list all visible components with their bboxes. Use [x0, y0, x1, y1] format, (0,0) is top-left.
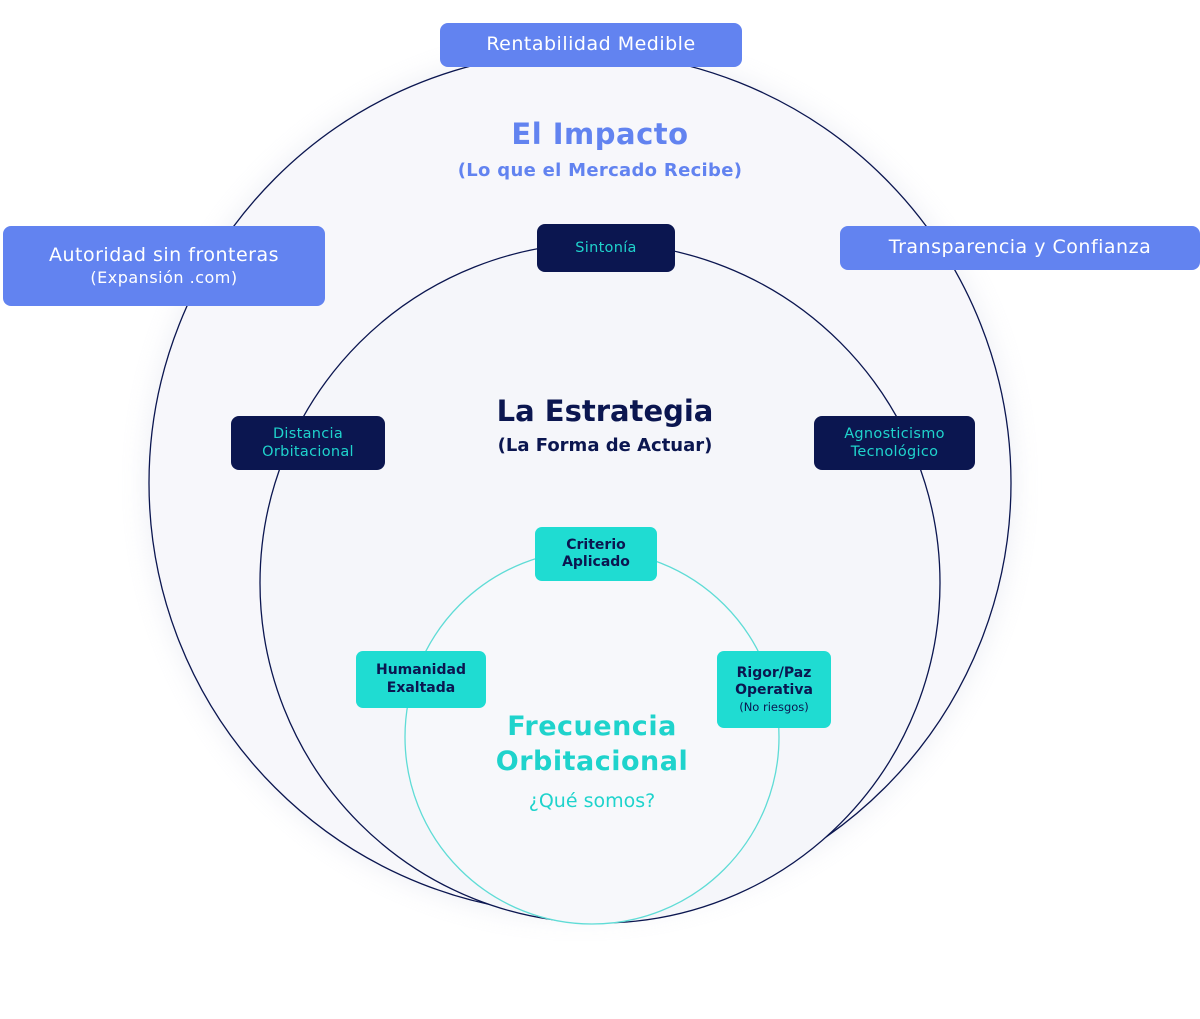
distancia-text: Distancia — [272, 425, 344, 442]
distancia-orbitacional-label: Distancia Orbitacional — [231, 416, 385, 470]
core-title-line2: Orbitacional — [495, 746, 689, 777]
operativa-text: Operativa — [735, 682, 813, 699]
transparencia-confianza-label: Transparencia y Confianza — [840, 226, 1200, 270]
no-riesgos-text: (No riesgos) — [739, 699, 809, 714]
strategy-subtitle: (La Forma de Actuar) — [497, 435, 713, 456]
rentabilidad-medible-text: Rentabilidad Medible — [486, 33, 696, 56]
rigor-paz-text: Rigor/Paz — [736, 664, 812, 681]
agnosticismo-text: Agnosticismo — [844, 425, 945, 442]
autoridad-sin-fronteras-text: Autoridad sin fronteras — [48, 244, 279, 267]
aplicado-text: Aplicado — [562, 554, 630, 570]
humanidad-text: Humanidad — [376, 662, 466, 678]
strategy-title: La Estrategia — [496, 394, 714, 428]
agnosticismo-tecnologico-label: Agnosticismo Tecnológico — [814, 416, 975, 470]
tecnologico-text: Tecnológico — [850, 444, 939, 460]
sintonia-label: Sintonía — [537, 224, 675, 272]
criterio-aplicado-label: Criterio Aplicado — [535, 527, 657, 581]
sintonia-text: Sintonía — [575, 239, 637, 256]
core-question: ¿Qué somos? — [528, 790, 656, 812]
rigor-paz-operativa-label: Rigor/Paz Operativa (No riesgos) — [717, 651, 831, 728]
expansion-com-text: (Expansión .com) — [90, 267, 238, 287]
impact-title: El Impacto — [511, 117, 689, 151]
exaltada-text: Exaltada — [386, 679, 456, 696]
impact-subtitle: (Lo que el Mercado Recibe) — [457, 160, 743, 181]
autoridad-sin-fronteras-label: Autoridad sin fronteras (Expansión .com) — [3, 226, 325, 306]
humanidad-exaltada-label: Humanidad Exaltada — [356, 651, 486, 708]
orbitacional-text: Orbitacional — [262, 444, 354, 460]
criterio-text: Criterio — [566, 536, 626, 553]
core-title-line1: Frecuencia — [507, 711, 677, 742]
rentabilidad-medible-label: Rentabilidad Medible — [440, 23, 742, 67]
transparencia-confianza-text: Transparencia y Confianza — [888, 236, 1152, 259]
